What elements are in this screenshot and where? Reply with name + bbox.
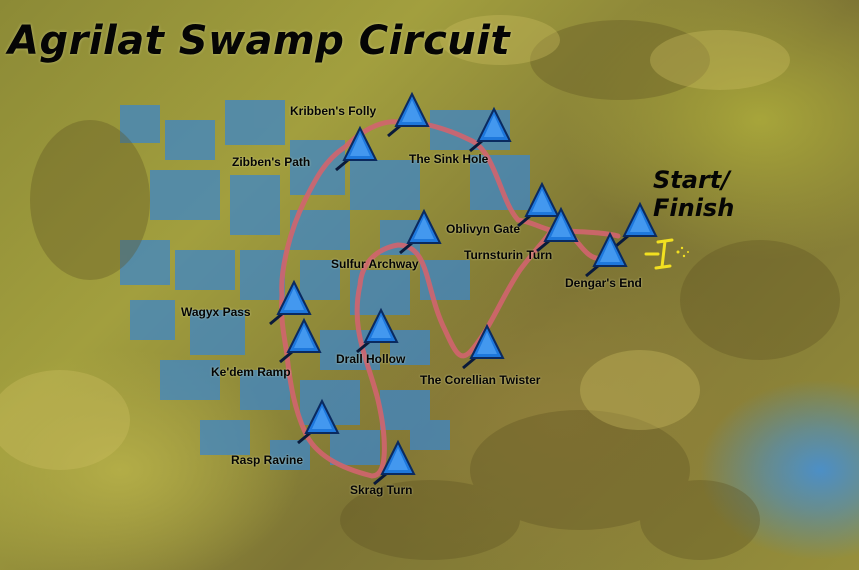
checkpoint-the-sink-hole-marker[interactable]: [466, 103, 522, 153]
map-title: Agrilat Swamp Circuit: [8, 18, 511, 64]
terrain-shading: [30, 20, 840, 560]
checkpoint-label: Wagyx Pass: [181, 305, 251, 319]
checkpoint-label: Drall Hollow: [336, 352, 406, 366]
checkpoint-label: Sulfur Archway: [331, 257, 419, 271]
podracer-icon: [644, 238, 689, 270]
checkpoint-label: The Corellian Twister: [420, 373, 541, 387]
triangle-pin-icon: [269, 279, 312, 326]
checkpoint-label: Rasp Ravine: [231, 453, 304, 467]
triangle-pin-icon: [469, 106, 512, 153]
swamp-water: [120, 100, 530, 470]
checkpoint-wagyx-pass-marker[interactable]: [266, 276, 322, 326]
checkpoint-start-finish-marker[interactable]: [612, 198, 668, 248]
checkpoint-zibbens-path-marker[interactable]: [332, 122, 388, 172]
checkpoint-label: Skrag Turn: [350, 483, 413, 497]
checkpoint-kedem-ramp-marker[interactable]: [276, 314, 332, 364]
checkpoint-label: Kribben's Folly: [290, 104, 377, 118]
checkpoint-label: Turnsturin Turn: [464, 248, 553, 262]
triangle-pin-icon: [517, 181, 560, 228]
checkpoint-skrag-turn-marker[interactable]: [370, 436, 426, 486]
checkpoint-label: Ke'dem Ramp: [211, 365, 291, 379]
checkpoint-dengars-end-marker[interactable]: [582, 228, 638, 278]
triangle-pin-icon: [399, 208, 442, 255]
race-route: [279, 119, 621, 479]
triangle-pin-icon: [387, 91, 430, 138]
checkpoint-label: Zibben's Path: [232, 155, 311, 169]
triangle-pin-icon: [297, 398, 340, 445]
start-finish-line1: Start/: [653, 166, 731, 194]
triangle-pin-icon: [335, 125, 378, 172]
triangle-pin-icon: [536, 206, 579, 253]
checkpoint-label: The Sink Hole: [409, 152, 489, 166]
terrain-highlights: [0, 15, 790, 470]
triangle-pin-icon: [356, 307, 399, 354]
checkpoint-label: Dengar's End: [565, 276, 642, 290]
checkpoint-the-corellian-twister-marker[interactable]: [459, 320, 515, 370]
checkpoint-label: Oblivyn Gate: [446, 222, 521, 236]
checkpoint-drall-hollow-marker[interactable]: [353, 304, 409, 354]
checkpoint-oblivyn-gate-marker[interactable]: [514, 178, 570, 228]
checkpoint-sulfur-archway-marker[interactable]: [396, 205, 452, 255]
checkpoint-turnsturin-turn-marker[interactable]: [533, 203, 589, 253]
triangle-pin-icon: [279, 317, 322, 364]
checkpoint-kribbens-folly-marker[interactable]: [384, 88, 440, 138]
triangle-pin-icon: [373, 439, 416, 486]
triangle-pin-icon: [585, 231, 628, 278]
triangle-pin-icon: [615, 201, 658, 248]
triangle-pin-icon: [462, 323, 505, 370]
checkpoint-rasp-ravine-marker[interactable]: [294, 395, 350, 445]
start-finish-label: Start/ Finish: [653, 166, 734, 222]
start-finish-line2: Finish: [653, 194, 735, 222]
